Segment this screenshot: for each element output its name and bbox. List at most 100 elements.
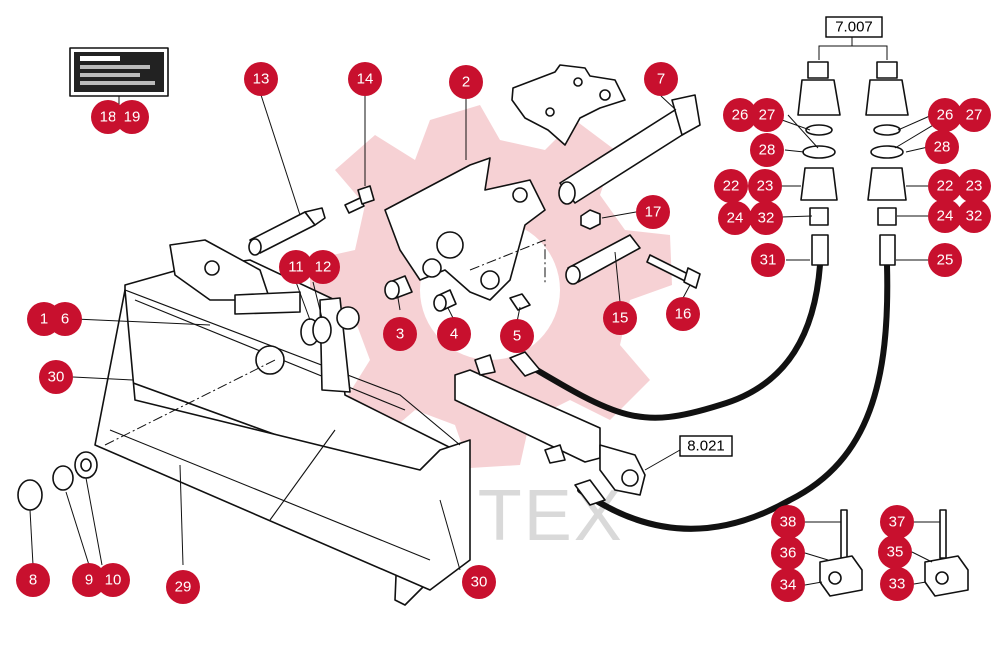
- callout-33: 33: [880, 567, 914, 601]
- callout-23-right: 23: [957, 169, 991, 203]
- svg-text:32: 32: [966, 208, 983, 225]
- nameplate: [69, 47, 169, 97]
- callout-19: 19: [115, 100, 149, 134]
- callout-28-left: 28: [750, 133, 784, 167]
- callout-9: 9: [72, 563, 106, 597]
- svg-text:38: 38: [780, 514, 797, 531]
- svg-text:10: 10: [105, 572, 122, 589]
- coupling-left: [797, 61, 841, 226]
- svg-text:35: 35: [887, 544, 904, 561]
- callout-24-right: 24: [928, 199, 962, 233]
- svg-text:8.021: 8.021: [687, 438, 725, 455]
- callout-14: 14: [348, 62, 382, 96]
- callout-18: 18: [91, 100, 125, 134]
- svg-text:24: 24: [727, 210, 744, 227]
- clamp-left: [819, 509, 863, 597]
- svg-text:29: 29: [175, 579, 192, 596]
- bolt-14: [344, 185, 375, 214]
- svg-text:2: 2: [462, 74, 470, 91]
- callout-8: 8: [16, 563, 50, 597]
- hose-fittings: [509, 234, 896, 506]
- svg-text:34: 34: [780, 577, 797, 594]
- callout-32-left: 32: [749, 201, 783, 235]
- callout-23-left: 23: [748, 169, 782, 203]
- svg-text:19: 19: [124, 109, 141, 126]
- svg-text:16: 16: [675, 306, 692, 323]
- svg-text:31: 31: [760, 252, 777, 269]
- callout-28-right: 28: [925, 130, 959, 164]
- bushings: [384, 275, 457, 312]
- svg-text:23: 23: [966, 178, 983, 195]
- callout-3: 3: [383, 317, 417, 351]
- svg-text:8: 8: [29, 572, 37, 589]
- grease-nipple: [509, 293, 531, 311]
- cylinder: [454, 354, 646, 496]
- callout-17: 17: [636, 195, 670, 229]
- callout-22-left: 22: [714, 169, 748, 203]
- callout-25: 25: [928, 243, 962, 277]
- callout-24-left: 24: [718, 201, 752, 235]
- adapter-plate: [511, 64, 626, 146]
- svg-text:7.007: 7.007: [835, 19, 873, 36]
- pin-15: [565, 234, 641, 285]
- svg-text:14: 14: [357, 71, 374, 88]
- pin-7: [558, 94, 701, 205]
- callout-38: 38: [771, 505, 805, 539]
- quick-coupler: [384, 157, 546, 301]
- callout-31: 31: [751, 243, 785, 277]
- callout-37: 37: [880, 505, 914, 539]
- callout-30-right: 30: [462, 565, 496, 599]
- callout-26-left: 26: [723, 98, 757, 132]
- callout-32-right: 32: [957, 199, 991, 233]
- svg-text:11: 11: [288, 259, 304, 276]
- callout-13: 13: [244, 62, 278, 96]
- svg-text:13: 13: [253, 71, 270, 88]
- svg-text:17: 17: [645, 204, 662, 221]
- svg-text:4: 4: [450, 326, 458, 343]
- svg-text:33: 33: [889, 576, 906, 593]
- ref-box-cylinder: 8.021: [679, 435, 733, 457]
- svg-text:37: 37: [889, 514, 906, 531]
- callout-22-right: 22: [928, 169, 962, 203]
- callout-11: 11: [279, 250, 313, 284]
- coupling-right: [865, 61, 909, 226]
- svg-text:3: 3: [396, 326, 404, 343]
- hose-31: [517, 262, 823, 421]
- nut-17: [580, 209, 601, 230]
- bolt-16: [646, 254, 701, 289]
- callout-6: 6: [48, 302, 82, 336]
- callout-16: 16: [666, 297, 700, 331]
- callout-15: 15: [603, 301, 637, 335]
- callout-35: 35: [878, 535, 912, 569]
- callout-10: 10: [96, 563, 130, 597]
- pin-13: [248, 207, 326, 256]
- callout-2: 2: [449, 65, 483, 99]
- svg-text:28: 28: [934, 139, 951, 156]
- svg-text:6: 6: [61, 311, 69, 328]
- svg-text:15: 15: [612, 310, 629, 327]
- washers: [17, 316, 332, 511]
- svg-text:22: 22: [937, 178, 954, 195]
- callout-27-left: 27: [750, 98, 784, 132]
- svg-text:18: 18: [100, 109, 117, 126]
- svg-text:26: 26: [732, 107, 749, 124]
- svg-text:27: 27: [759, 107, 776, 124]
- callout-5: 5: [500, 319, 534, 353]
- svg-text:12: 12: [315, 259, 332, 276]
- clamp-right: [924, 509, 969, 597]
- svg-text:27: 27: [966, 107, 983, 124]
- callout-12: 12: [306, 250, 340, 284]
- svg-text:26: 26: [937, 107, 954, 124]
- svg-text:23: 23: [757, 178, 774, 195]
- callout-36: 36: [771, 536, 805, 570]
- svg-text:24: 24: [937, 208, 954, 225]
- svg-text:28: 28: [759, 142, 776, 159]
- svg-text:25: 25: [937, 252, 954, 269]
- callout-29: 29: [166, 570, 200, 604]
- callout-7: 7: [644, 62, 678, 96]
- callout-34: 34: [771, 568, 805, 602]
- callout-4: 4: [437, 317, 471, 351]
- callout-30-left: 30: [39, 360, 73, 394]
- svg-text:32: 32: [758, 210, 775, 227]
